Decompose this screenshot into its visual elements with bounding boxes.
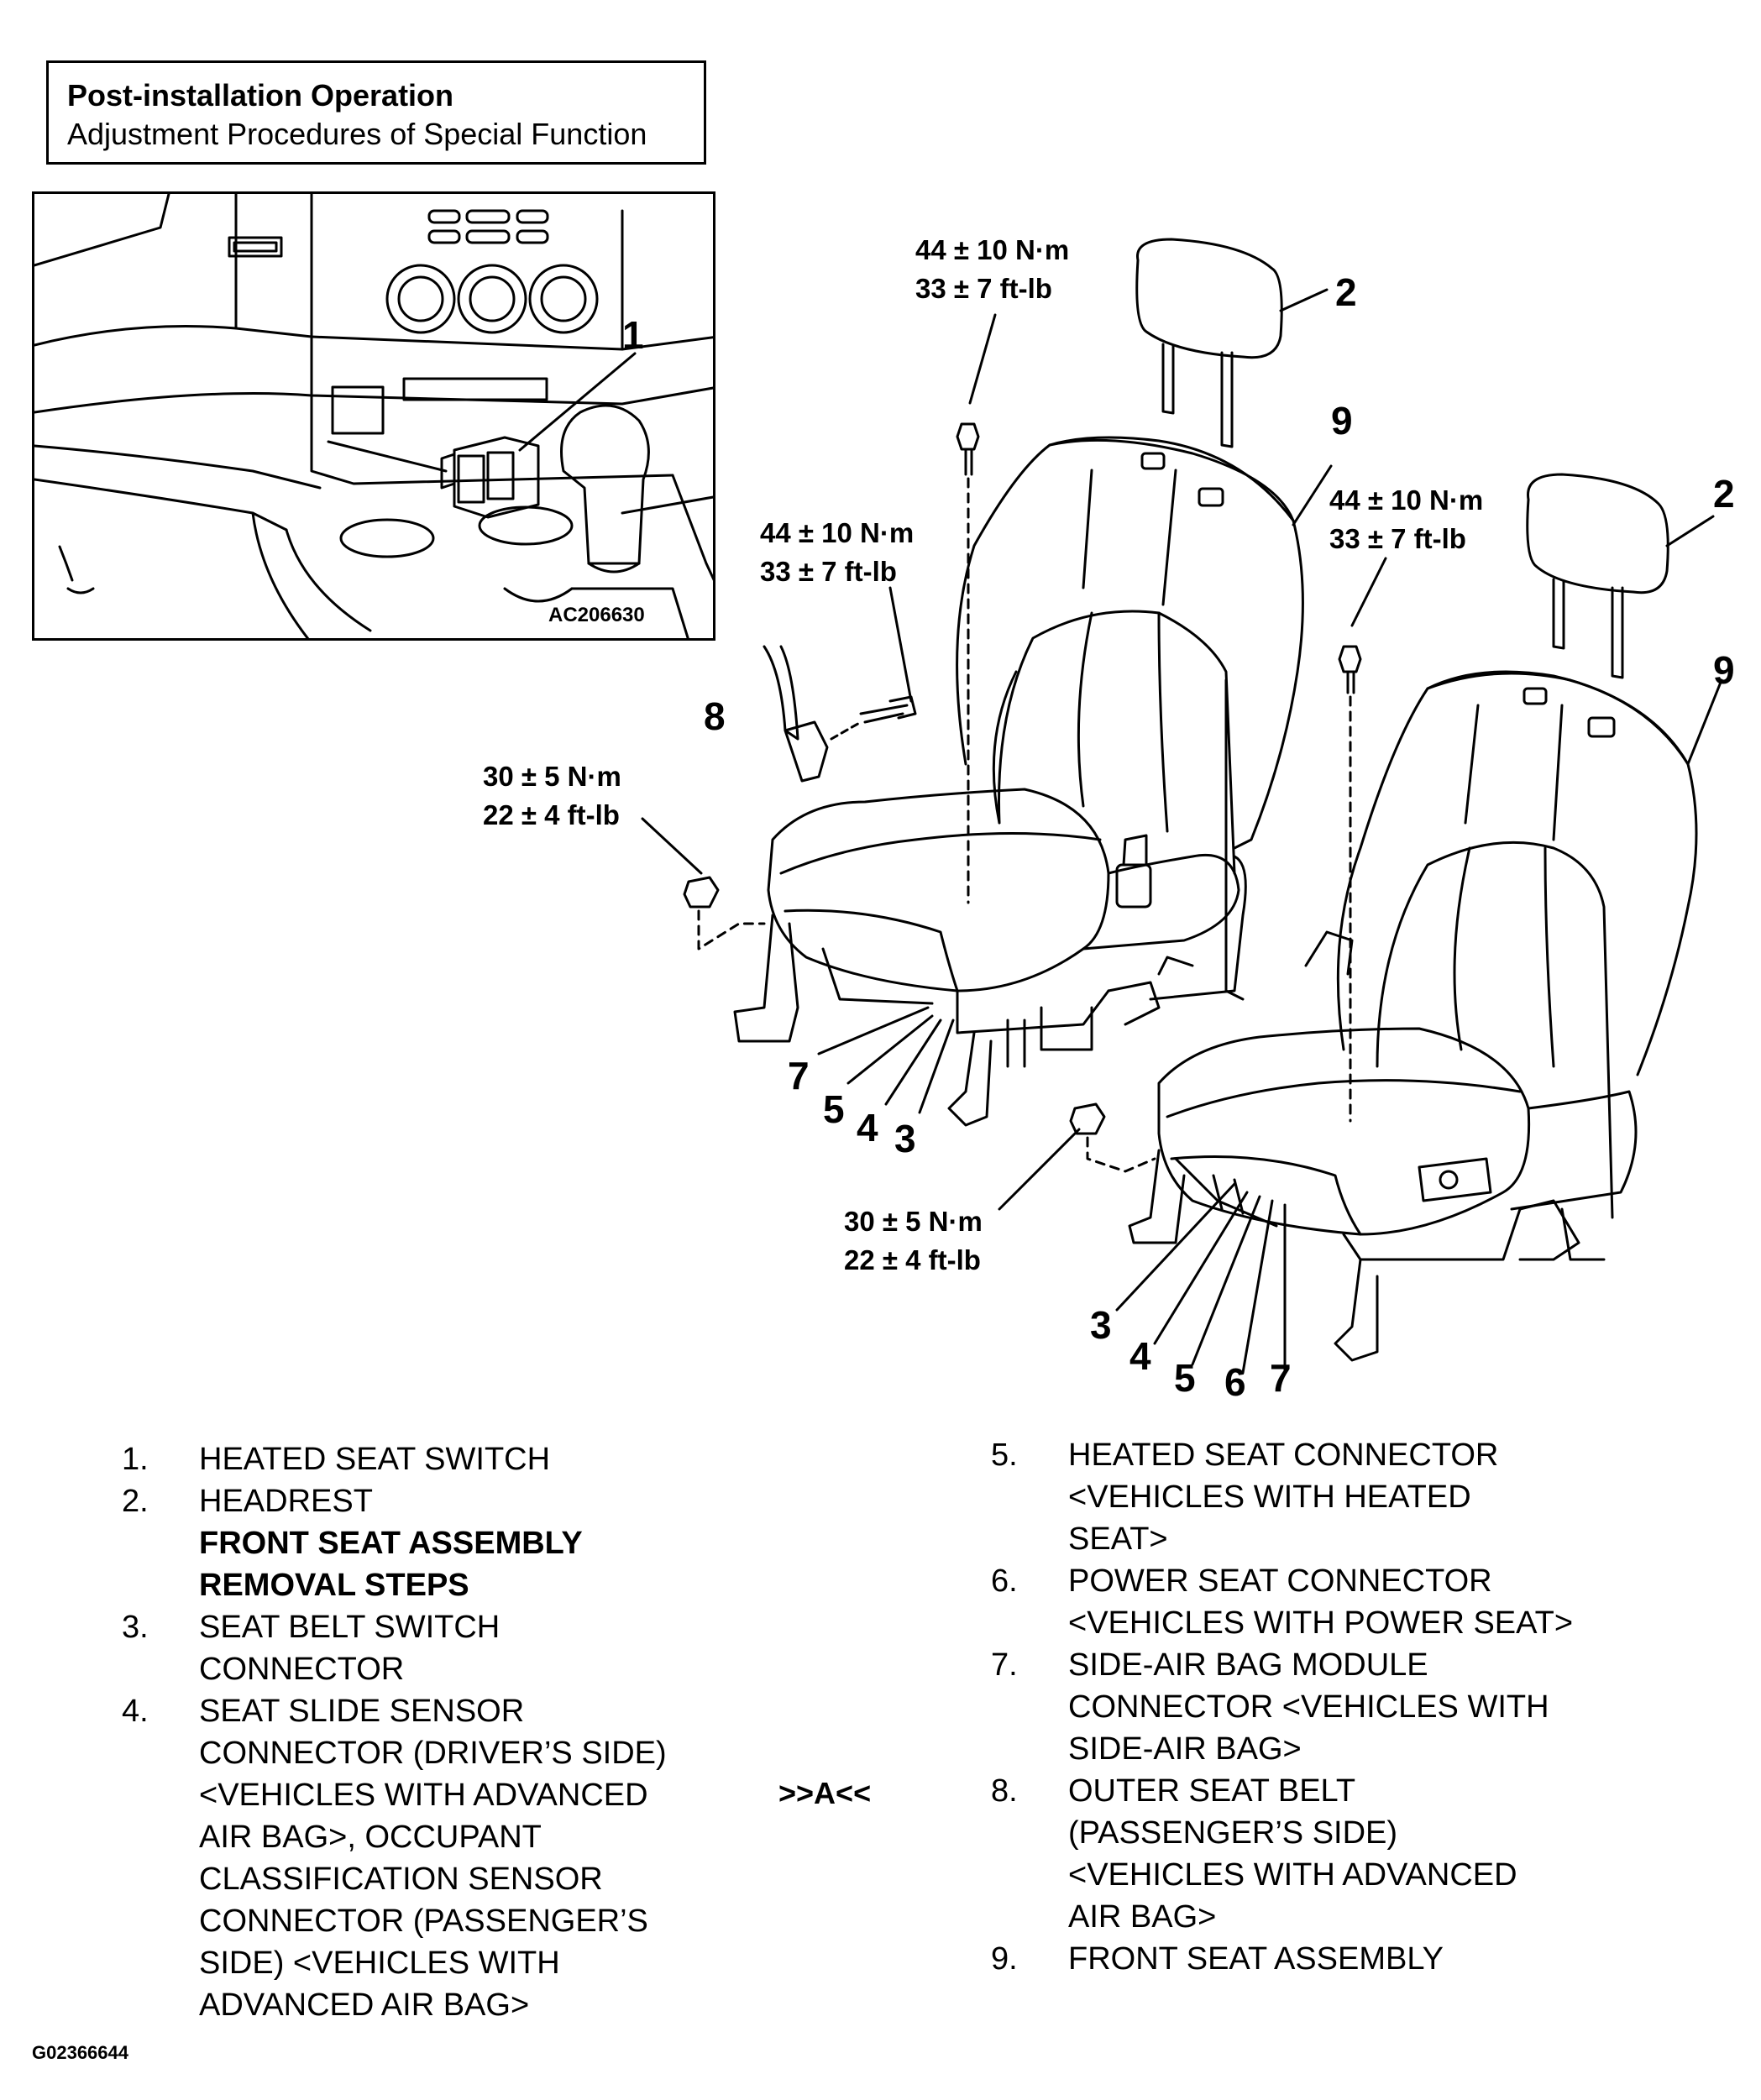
callout-7-driver: 7 [788,1054,810,1097]
legend-text: SEAT BELT SWITCH CONNECTOR [199,1610,501,1687]
legend-num: 7. [991,1647,1018,1683]
torque-driver-nut: 30 ± 5 N·m 22 ± 4 ft-lb [483,761,621,830]
legend-num: 1. [122,1442,149,1477]
reference-mark: >>A<< [778,1776,872,1810]
legend-text: HEATED SEAT SWITCH [199,1442,551,1477]
driver-seat-cushion [733,788,1240,1127]
callout-4-driver: 4 [857,1106,878,1150]
callout-5-passenger: 5 [1174,1356,1196,1400]
callout-2-driver-headrest: 2 [1335,270,1357,314]
header-box: Post-installation Operation Adjustment P… [46,60,706,165]
header-subtitle: Adjustment Procedures of Special Functio… [67,117,647,151]
seat-belt [763,586,917,783]
callout-2-passenger-headrest: 2 [1713,472,1735,516]
driver-headrest [1135,238,1329,448]
legend-text: FRONT SEAT ASSEMBLY [1068,1941,1444,1977]
driver-bolt [956,313,997,904]
torque-passenger-nut: 30 ± 5 N·m 22 ± 4 ft-lb [844,1206,983,1275]
passenger-nut [998,1102,1156,1211]
passenger-headrest [1526,473,1715,679]
legend-num: 3. [122,1610,149,1645]
figure-code: G02366644 [32,2042,128,2063]
legend-text: SEAT SLIDE SENSOR CONNECTOR (DRIVER’S SI… [199,1694,667,2023]
legend-text: SIDE-AIR BAG MODULE CONNECTOR <VEHICLES … [1068,1647,1549,1767]
driver-nut [641,817,766,950]
dashboard-drawing [34,194,713,638]
legend-num: 6. [991,1563,1018,1599]
inset-dashboard-figure: 1 AC206630 [32,191,715,641]
callout-5-driver: 5 [823,1087,845,1131]
callout-8-seat-belt: 8 [704,694,726,738]
driver-seat-back [956,436,1333,1001]
torque-seatbelt-bolt: 44 ± 10 N·m 33 ± 7 ft-lb [760,517,915,587]
legend-text: POWER SEAT CONNECTOR <VEHICLES WITH POWE… [1068,1563,1574,1641]
inset-callout-1: 1 [622,313,644,357]
callout-9-passenger-seat: 9 [1713,648,1735,692]
passenger-seat-back [1336,670,1723,1219]
legend-heading-text: FRONT SEAT ASSEMBLY REMOVAL STEPS [199,1526,583,1603]
callout-7-passenger: 7 [1270,1356,1292,1400]
header-title: Post-installation Operation [67,78,454,113]
callout-6-passenger: 6 [1224,1360,1246,1404]
callout-3-passenger: 3 [1090,1303,1112,1347]
torque-passenger-bolt: 44 ± 10 N·m 33 ± 7 ft-lb [1329,484,1484,554]
legend-num: 5. [991,1438,1018,1473]
callout-9-driver-seat: 9 [1331,399,1353,443]
callout-3-driver: 3 [894,1117,916,1160]
passenger-bolt [1338,557,1387,1123]
legend-num: 9. [991,1941,1018,1977]
legend-num: 4. [122,1694,149,1729]
legend-num: 8. [991,1773,1018,1809]
callout-4-passenger: 4 [1129,1334,1151,1378]
inset-figure-code: AC206630 [548,604,645,626]
legend-text: HEADREST [199,1484,373,1519]
legend-text: OUTER SEAT BELT (PASSENGER’S SIDE) <VEHI… [1068,1773,1517,1935]
passenger-seat-cushion [1128,930,1638,1362]
legend-num: 2. [122,1484,149,1519]
legend-text: HEATED SEAT CONNECTOR <VEHICLES WITH HEA… [1068,1438,1499,1557]
torque-headrest-bolt: 44 ± 10 N·m 33 ± 7 ft-lb [915,234,1070,304]
